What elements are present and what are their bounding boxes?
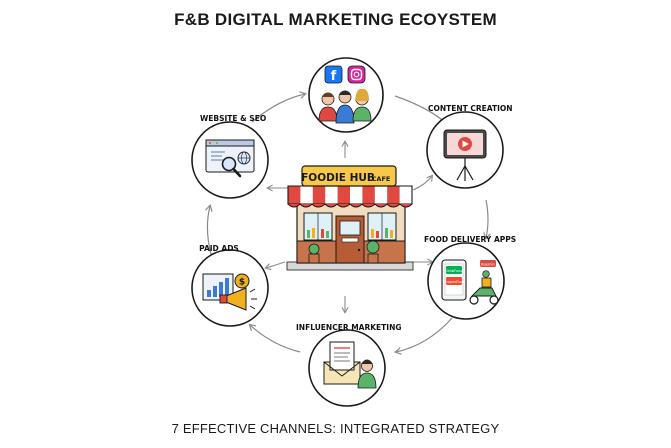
people-group-icon	[318, 88, 372, 124]
shop-sign-text: FOODIE HUB	[301, 172, 375, 184]
label-food-delivery: FOOD DELIVERY APPS	[424, 235, 517, 244]
svg-text:$: $	[239, 278, 245, 288]
dollar-coin-icon	[234, 273, 250, 289]
magnifier-icon	[221, 156, 242, 178]
label-content-creation: CONTENT CREATION	[428, 104, 513, 113]
shop-sign	[301, 165, 397, 187]
arrow-website-to-social	[251, 91, 307, 123]
shop-sign-small-text: CAFE	[372, 175, 391, 183]
arrow-store-to-content	[412, 174, 434, 191]
channel-website-seo	[191, 121, 269, 199]
striped-awning	[287, 185, 413, 208]
potted-plant-left-icon	[308, 243, 320, 264]
facebook-icon	[324, 65, 343, 84]
influencer-person-icon	[357, 359, 377, 389]
diagram-title: F&B DIGITAL MARKETING ECOYSTEM	[174, 10, 497, 29]
shopeefood-badge	[446, 277, 462, 285]
grabfood-badge	[446, 266, 462, 274]
instagram-icon	[347, 65, 366, 84]
arrow-influencer-to-paid	[248, 323, 301, 353]
channel-influencer-marketing	[308, 329, 386, 407]
arrow-store-to-paid	[264, 261, 286, 271]
label-paid-ads: PAID ADS	[199, 244, 239, 253]
baemin-badge	[480, 260, 496, 267]
channel-paid-ads: $	[191, 249, 269, 327]
arrow-content-to-delivery	[483, 199, 491, 240]
baemin-badge-text: Baemin	[481, 263, 495, 267]
shopeefood-badge-text: ShopeeFood	[443, 280, 465, 284]
delivery-scooter-icon	[469, 270, 499, 305]
grabfood-badge-text: GrabFood	[445, 268, 464, 273]
tripod-icon	[456, 158, 474, 181]
potted-plant-right-icon	[366, 240, 380, 264]
diagram-footer: 7 EFFECTIVE CHANNELS: INTEGRATED STRATEG…	[171, 421, 500, 436]
center-storefront: FOODIE HUB CAFE	[286, 165, 414, 271]
label-influencer-marketing: INFLUENCER MARKETING	[296, 323, 402, 332]
svg-text:f: f	[331, 69, 337, 84]
channel-social-media: f	[308, 57, 384, 133]
label-website-seo: WEBSITE & SEO	[200, 114, 267, 123]
arrow-paid-to-website	[205, 204, 213, 259]
channel-content-creation	[426, 111, 504, 189]
megaphone-icon	[219, 287, 257, 311]
envelope-letter-icon	[323, 341, 361, 385]
arrow-delivery-to-influencer	[394, 317, 453, 355]
channel-food-delivery: GrabFood ShopeeFood Baemin	[427, 242, 505, 320]
